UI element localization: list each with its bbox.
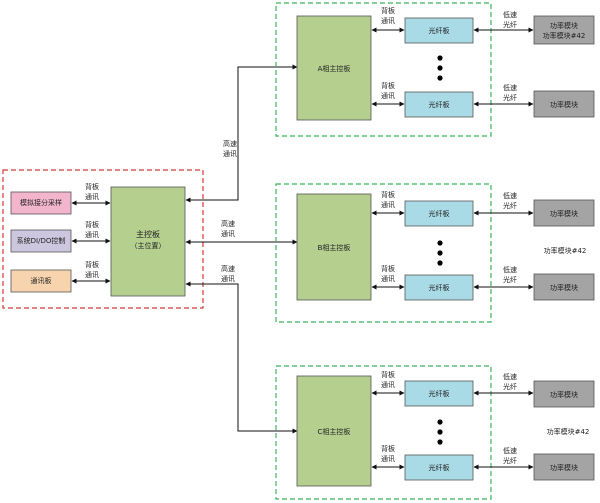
phase-c-fiber-board-bottom-label: 光纤板	[429, 463, 450, 472]
link-main-to-phase-c	[185, 281, 298, 434]
high-speed-label-c2: 通讯	[221, 274, 235, 283]
phase-c-fiber-board-top-label: 光纤板	[429, 389, 450, 398]
phase-c-fiber-board-top	[404, 380, 474, 407]
main-control-board-subtitle: （主位置）	[131, 241, 166, 250]
phase-b-controller-label: B相主控板	[318, 243, 351, 252]
phase-a-low-speed-label-bot2: 光纤	[503, 93, 517, 102]
phase-a-power-module-bottom-label: 功率模块	[550, 100, 578, 109]
left-backplane-label-3b: 通讯	[85, 270, 99, 279]
phase-a-fiber-board-bottom	[404, 91, 474, 118]
phase-a-ellipsis-dot	[437, 55, 443, 61]
phase-a-ellipsis-dot	[437, 65, 443, 71]
phase-c-power-module-bottom	[533, 453, 595, 481]
phase-b-low-speed-label-bot2: 光纤	[503, 275, 517, 284]
phase-a-power-module-top	[533, 15, 595, 45]
phase-a-fiber-board-bottom-label: 光纤板	[429, 100, 450, 109]
phase-b-backplane-label-top1: 背板	[381, 190, 395, 199]
phase-c-power-module-count: 功率模块#42	[547, 427, 590, 436]
phase-b-backplane-label-top2: 通讯	[381, 200, 395, 209]
phase-b-fiber-board-top-label: 光纤板	[429, 209, 450, 218]
phase-c-controller-label: C相主控板	[318, 427, 351, 436]
left-backplane-label-2a: 背板	[85, 220, 99, 229]
phase-c-low-speed-label-bot1: 低速	[503, 446, 517, 455]
system-io-board	[10, 229, 72, 253]
phase-a-ellipsis-dot	[437, 75, 443, 81]
phase-b-fiber-board-bottom	[404, 274, 474, 301]
phase-a-power-module-top-sublabel: 功率模块#42	[543, 31, 586, 40]
phase-c-ellipsis-dot	[437, 419, 443, 425]
phase-a-controller	[296, 15, 372, 121]
phase-c-group-border	[275, 365, 492, 500]
phase-a-group-border	[275, 2, 492, 137]
phase-a-fiber-board-top-label: 光纤板	[429, 26, 450, 35]
system-io-board-label: 系统DI/DO控制	[17, 236, 66, 245]
phase-c-backplane-label-bot1: 背板	[381, 444, 395, 453]
phase-b-power-module-top	[533, 199, 595, 227]
sampling-board	[10, 191, 72, 215]
phase-a-backplane-label-top1: 背板	[381, 6, 395, 15]
comm-board-label: 通讯板	[31, 276, 52, 285]
sampling-board-label: 模拟接分采样	[20, 198, 62, 207]
phase-b-power-module-bottom	[533, 273, 595, 301]
left-backplane-label-2b: 通讯	[85, 230, 99, 239]
phase-a-power-module-top-label: 功率模块	[550, 21, 578, 30]
phase-b-ellipsis-dot	[437, 240, 443, 246]
comm-board	[10, 269, 72, 293]
phase-c-low-speed-label-bot2: 光纤	[503, 456, 517, 465]
phase-c-backplane-label-top2: 通讯	[381, 380, 395, 389]
high-speed-label-a2: 通讯	[223, 149, 237, 158]
phase-b-low-speed-label-top1: 低速	[503, 191, 517, 200]
left-group-dashed-border	[2, 169, 204, 309]
phase-b-ellipsis-dot	[437, 250, 443, 256]
phase-a-fiber-board-top	[404, 17, 474, 44]
phase-a-low-speed-label-bot1: 低速	[503, 83, 517, 92]
phase-b-power-module-count: 功率模块#42	[544, 246, 587, 255]
left-backplane-label-1b: 通讯	[85, 192, 99, 201]
phase-c-power-module-bottom-label: 功率模块	[550, 463, 578, 472]
phase-b-low-speed-label-bot1: 低速	[503, 265, 517, 274]
phase-b-backplane-label-bot1: 背板	[381, 264, 395, 273]
phase-b-fiber-board-top	[404, 200, 474, 227]
left-backplane-label-3a: 背板	[85, 260, 99, 269]
phase-b-fiber-board-bottom-label: 光纤板	[429, 283, 450, 292]
phase-a-power-module-bottom	[533, 90, 595, 118]
high-speed-label-b2: 通讯	[221, 229, 235, 238]
high-speed-label-c1: 高速	[221, 264, 235, 273]
phase-c-backplane-label-top1: 背板	[381, 370, 395, 379]
phase-c-controller	[296, 375, 372, 487]
main-control-board-title: 主控板	[136, 229, 160, 239]
phase-a-low-speed-label-top1: 低速	[503, 10, 517, 19]
phase-b-ellipsis-dot	[437, 260, 443, 266]
phase-b-power-module-bottom-label: 功率模块	[550, 283, 578, 292]
phase-c-fiber-board-bottom	[404, 454, 474, 481]
main-control-board	[110, 186, 186, 297]
phase-b-low-speed-label-top2: 光纤	[503, 201, 517, 210]
high-speed-label-b1: 高速	[221, 219, 235, 228]
phase-b-power-module-top-label: 功率模块	[550, 209, 578, 218]
phase-a-backplane-label-bot1: 背板	[381, 81, 395, 90]
phase-a-low-speed-label-top2: 光纤	[503, 20, 517, 29]
phase-b-controller	[296, 193, 372, 301]
high-speed-label-a1: 高速	[223, 139, 237, 148]
phase-c-ellipsis-dot	[437, 429, 443, 435]
phase-c-low-speed-label-top2: 光纤	[503, 382, 517, 391]
phase-b-group-border	[275, 183, 492, 323]
phase-c-power-module-top	[533, 380, 595, 408]
phase-c-power-module-top-label: 功率模块	[550, 390, 578, 399]
left-backplane-label-1a: 背板	[85, 182, 99, 191]
phase-c-ellipsis-dot	[437, 439, 443, 445]
phase-a-backplane-label-bot2: 通讯	[381, 91, 395, 100]
phase-a-backplane-label-top2: 通讯	[381, 16, 395, 25]
phase-b-backplane-label-bot2: 通讯	[381, 274, 395, 283]
phase-a-controller-label: A相主控板	[318, 64, 351, 73]
link-main-to-phase-a	[185, 64, 298, 203]
phase-c-low-speed-label-top1: 低速	[503, 372, 517, 381]
phase-c-backplane-label-bot2: 通讯	[381, 454, 395, 463]
